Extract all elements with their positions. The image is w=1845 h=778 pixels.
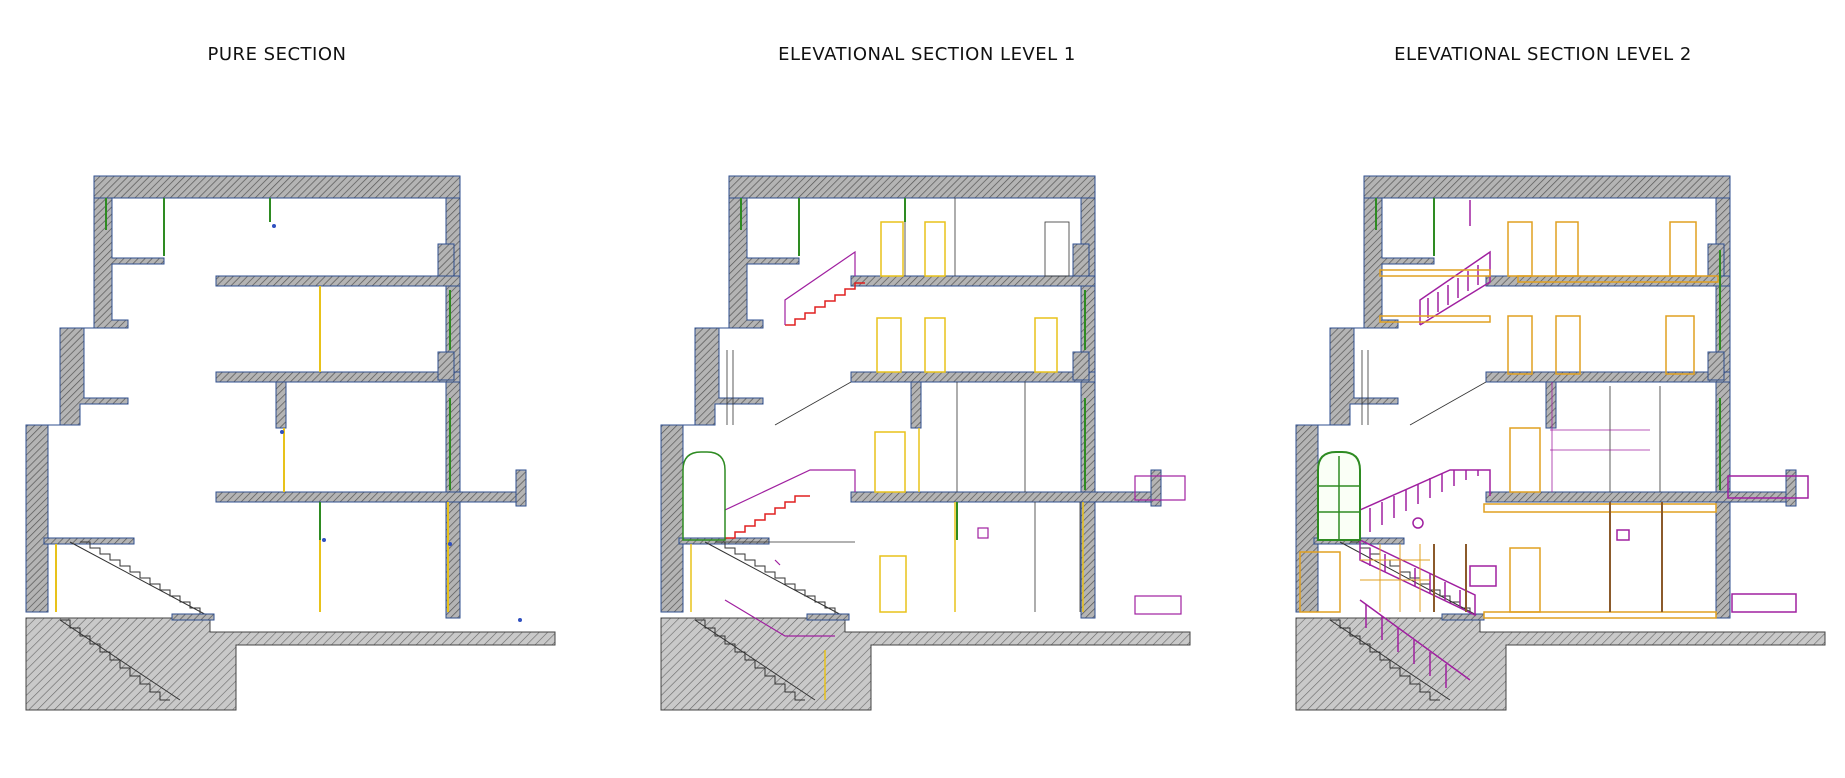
pure-section-drawing — [25, 175, 556, 711]
elevational-section-level-2-drawing — [1295, 175, 1826, 711]
elevational-section-level-1-drawing — [660, 175, 1191, 711]
pure-section-title: PURE SECTION — [207, 44, 347, 65]
elevational-section-level-1-title: ELEVATIONAL SECTION LEVEL 1 — [778, 44, 1076, 65]
elevational-section-level-2-title: ELEVATIONAL SECTION LEVEL 2 — [1394, 44, 1692, 65]
